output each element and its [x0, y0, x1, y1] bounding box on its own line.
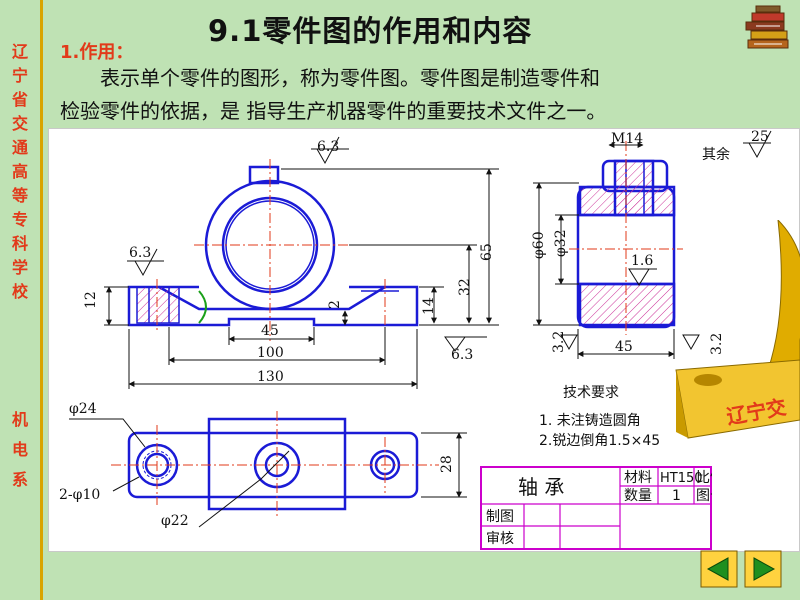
school-name-char: 等	[11, 186, 28, 205]
front-dimension-lines	[104, 136, 499, 389]
side-dimension-lines	[533, 130, 772, 359]
qty-label: 数量	[624, 488, 652, 504]
material-label: 材料	[624, 470, 652, 486]
top-dimension-lines	[69, 418, 467, 528]
school-name-char: 交	[11, 114, 28, 133]
dim-phi22: φ22	[161, 513, 189, 529]
department-name-char: 机	[11, 410, 28, 429]
dim-45: 45	[261, 323, 279, 339]
side-centerlines	[569, 141, 683, 335]
school-name-char: 科	[11, 234, 28, 253]
school-name-char: 专	[11, 210, 28, 229]
dim-28: 28	[439, 455, 455, 473]
roughness-1-6: 1.6	[631, 253, 653, 269]
other-surfaces-roughness: 25	[751, 129, 769, 145]
school-name-char: 学	[11, 258, 28, 277]
department-name-vertical: 机电系	[6, 405, 34, 495]
dim-phi60: φ60	[531, 231, 547, 259]
part-name: 轴 承	[518, 475, 564, 499]
school-name-vertical: 辽宁省交通高等专科学校	[6, 40, 34, 304]
dim-2: 2	[327, 300, 343, 309]
dim-65: 65	[479, 243, 495, 261]
front-left-roughness: 6.3	[129, 245, 151, 261]
department-name-char: 系	[11, 470, 28, 489]
front-bottom-roughness: 6.3	[451, 347, 473, 363]
intro-line-2: 检验零件的依据，是 指导生产机器零件的重要技术文件之一。	[60, 99, 607, 123]
scale-label: 比例	[696, 470, 712, 486]
3d-bearing-model: 辽宁交	[675, 220, 800, 439]
sidebar-divider	[40, 0, 43, 600]
school-name-char: 通	[11, 138, 28, 157]
side-dimension-text: M14 φ60 φ32 1.6 3.2 3.2 45 其余 25	[531, 129, 769, 355]
school-name-char: 辽	[11, 42, 28, 61]
dim-2-phi10: 2-φ10	[59, 487, 100, 503]
school-name-char: 校	[11, 282, 28, 301]
intro-line-1: 表示单个零件的图形，称为零件图。零件图是制造零件和	[100, 66, 600, 90]
dim-130: 130	[257, 369, 284, 385]
roughness-3-2-right: 3.2	[709, 333, 725, 355]
book-stack-icon	[745, 5, 789, 49]
school-name-char: 高	[11, 162, 28, 181]
top-view	[127, 417, 419, 511]
roughness-3-2-left: 3.2	[551, 331, 567, 353]
qty-value: 1	[672, 488, 681, 504]
dim-phi32: φ32	[553, 229, 569, 257]
dim-100: 100	[257, 345, 284, 361]
page-title: 9.1零件图的作用和内容	[208, 14, 533, 48]
drawing-no-label: 图号	[696, 488, 712, 504]
front-view	[127, 165, 419, 327]
title-block: 轴 承 材料 HT150 比例 数量 1 图号 制图 审核	[480, 466, 712, 550]
checked-by-label: 审核	[486, 531, 514, 547]
intro-paragraph: 表示单个零件的图形，称为零件图。零件图是制造零件和 检验零件的依据，是 指导生产…	[60, 62, 790, 128]
front-dimension-text: 6.3 6.3 6.3 12 2 14 32 65 45 100 130	[83, 139, 495, 385]
dim-m14: M14	[611, 131, 643, 147]
top-dimension-text: φ24 2-φ10 φ22 28	[59, 401, 455, 529]
sidebar: 辽宁省交通高等专科学校 机电系	[0, 0, 42, 600]
triangle-right-icon	[753, 557, 776, 581]
engineering-drawing: 6.3 6.3 6.3 12 2 14 32 65 45 100 130	[48, 128, 800, 552]
front-top-roughness: 6.3	[317, 139, 339, 155]
side-view	[576, 159, 676, 329]
section-heading: 1.作用：	[60, 42, 134, 63]
drawing-canvas: 6.3 6.3 6.3 12 2 14 32 65 45 100 130	[59, 129, 772, 529]
drawn-by-label: 制图	[486, 509, 514, 525]
tech-req-1: 1. 未注铸造圆角	[539, 413, 641, 429]
other-surfaces-label: 其余	[702, 146, 730, 163]
tech-req-heading: 技术要求	[563, 385, 619, 401]
school-name-char: 省	[11, 90, 28, 109]
material-value: HT150	[660, 471, 703, 486]
technical-requirements: 技术要求 1. 未注铸造圆角 2.锐边倒角1.5×45	[539, 385, 660, 449]
triangle-left-icon	[706, 557, 729, 581]
dim-14: 14	[421, 297, 437, 315]
next-slide-button[interactable]	[744, 550, 782, 588]
dim-12: 12	[83, 291, 99, 309]
school-name-char: 宁	[11, 66, 28, 85]
dim-phi24: φ24	[69, 401, 97, 417]
previous-slide-button[interactable]	[700, 550, 738, 588]
dim-32: 32	[457, 278, 473, 296]
front-centerlines	[156, 159, 386, 341]
tech-req-2: 2.锐边倒角1.5×45	[539, 433, 660, 449]
dim-side-45: 45	[615, 339, 633, 355]
department-name-char: 电	[11, 440, 28, 459]
